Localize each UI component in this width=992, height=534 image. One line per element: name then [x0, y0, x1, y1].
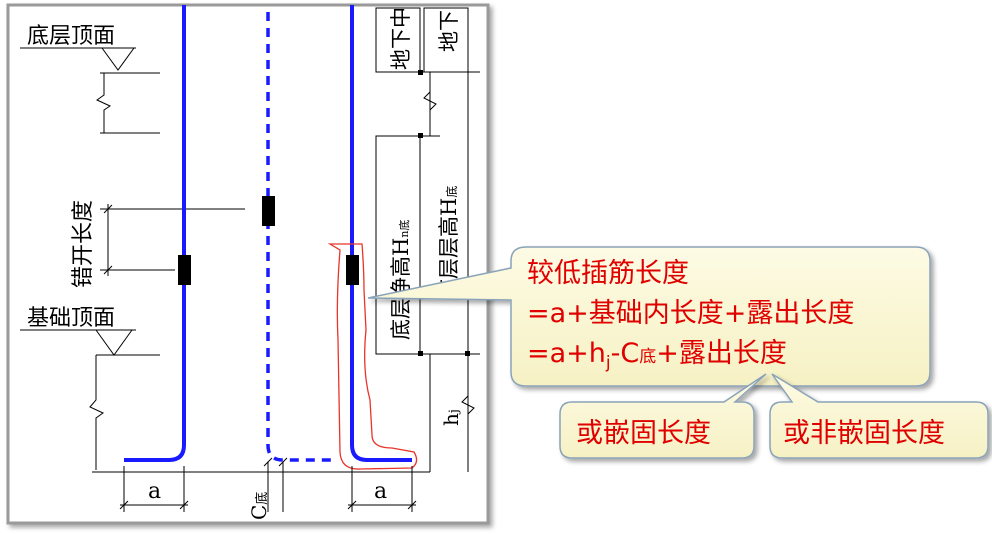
dimension-ticks: [418, 70, 470, 356]
rebar-right: [350, 5, 412, 462]
bottom-dimensions: [92, 457, 430, 512]
callout-line-2: =a+基础内长度+露出长度: [527, 298, 854, 329]
coupler-right: [346, 255, 359, 285]
right-dimensions: [375, 7, 480, 472]
hj-label: hj: [439, 409, 463, 426]
rebar-left: [124, 5, 186, 462]
callout-line-1: 较低插筋长度: [527, 258, 689, 289]
non-embedded-option-label: 或非嵌固长度: [783, 418, 945, 449]
embedded-option-label: 或嵌固长度: [576, 418, 711, 449]
highlight-outline: [327, 243, 418, 470]
stagger-length-label: 错开长度: [71, 200, 96, 288]
formula-callout: [367, 246, 931, 387]
rebar-middle-dashed: [266, 12, 332, 462]
stagger-dimension: [100, 204, 245, 276]
coupler-left: [178, 255, 191, 285]
basement-label-2: 地下: [437, 10, 461, 52]
svg-text:C底: C底: [247, 492, 271, 520]
c-bottom-label: C底: [247, 492, 271, 520]
a-right-label: a: [374, 479, 387, 504]
drawing-frame: [6, 3, 490, 525]
foundation-top-marker: [20, 329, 160, 470]
basement-label-1: 地下中: [389, 7, 413, 70]
embedded-option-box: [559, 373, 767, 459]
a-left-label: a: [148, 479, 161, 504]
floor-top-marker: [20, 47, 160, 134]
callout-line-3: =a+hj-C底+露出长度: [527, 338, 787, 373]
foundation-top-label: 基础顶面: [27, 306, 115, 331]
svg-text:hj: hj: [439, 409, 463, 426]
non-embedded-option-box: [769, 373, 989, 459]
coupler-middle: [262, 196, 275, 226]
bottom-floor-top-label: 底层顶面: [27, 24, 115, 49]
